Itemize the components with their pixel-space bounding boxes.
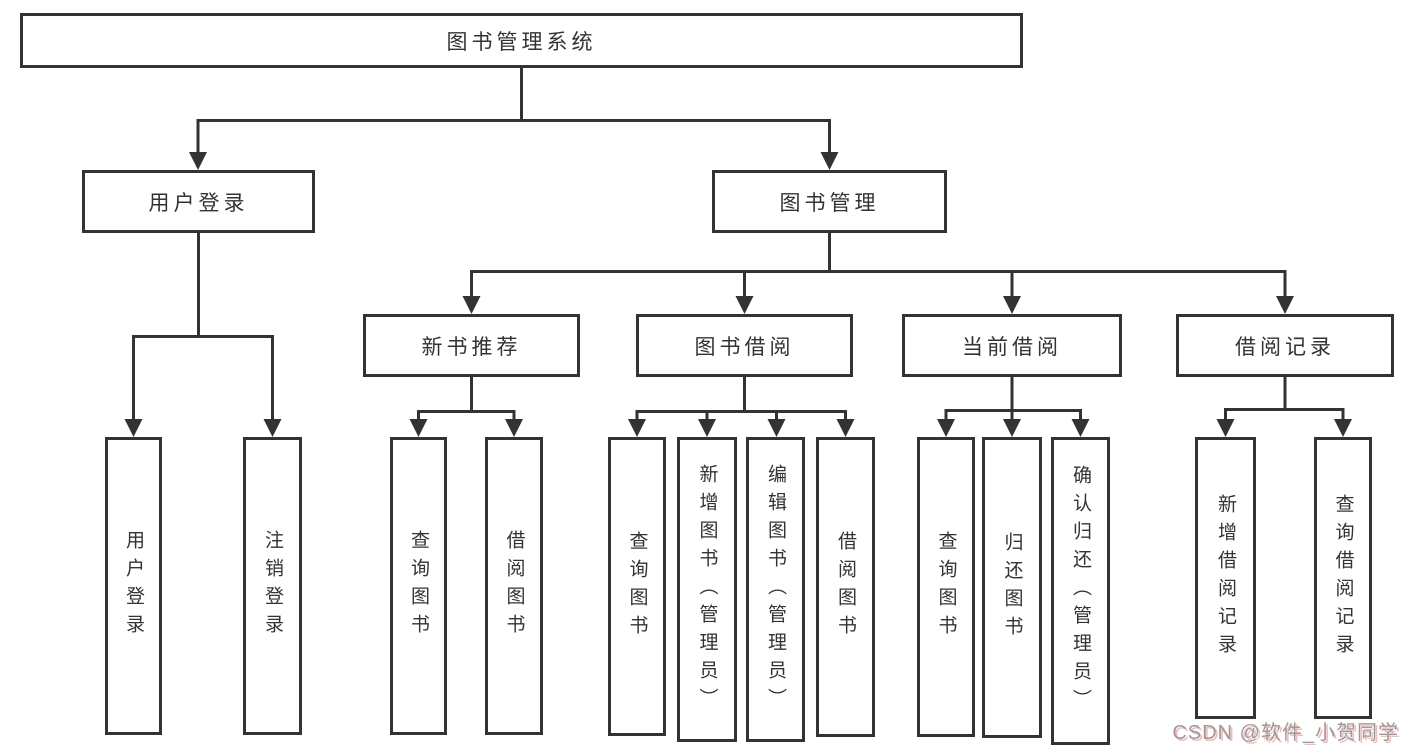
node-book-management-label: 图书管理 <box>779 191 880 215</box>
leaf-newbook-query-books: 查询图书 <box>390 437 447 735</box>
leaf-current-query-books: 查询图书 <box>917 437 975 737</box>
leaf-newbook-query-books-label: 查询图书 <box>408 530 429 642</box>
leaf-add-books-admin: 新增图书（管理员） <box>677 437 737 742</box>
leaf-logout-label: 注销登录 <box>262 530 283 642</box>
leaf-current-query-books-label: 查询图书 <box>935 531 957 643</box>
leaf-confirm-return-admin: 确认归还（管理员） <box>1051 437 1110 745</box>
leaf-confirm-return-admin-label: 确认归还（管理员） <box>1070 465 1091 717</box>
node-new-book-recommend: 新书推荐 <box>363 314 580 377</box>
node-book-borrow: 图书借阅 <box>636 314 853 377</box>
leaf-query-borrow-record-label: 查询借阅记录 <box>1332 494 1354 662</box>
node-user-login-label: 用户登录 <box>148 191 249 215</box>
node-borrow-records: 借阅记录 <box>1176 314 1394 377</box>
leaf-edit-books-admin-label: 编辑图书（管理员） <box>765 463 786 716</box>
leaf-add-borrow-record-label: 新增借阅记录 <box>1215 494 1236 662</box>
node-book-borrow-label: 图书借阅 <box>694 335 795 359</box>
leaf-return-books: 归还图书 <box>982 437 1042 738</box>
node-current-borrow-label: 当前借阅 <box>962 335 1062 359</box>
leaf-edit-books-admin: 编辑图书（管理员） <box>746 437 805 742</box>
leaf-return-books-label: 归还图书 <box>1001 531 1023 644</box>
csdn-watermark: CSDN @软件_小贺同学 <box>1172 722 1399 744</box>
leaf-newbook-borrow-books-label: 借阅图书 <box>503 530 525 642</box>
leaf-borrow-books-label: 借阅图书 <box>835 531 856 643</box>
node-borrow-records-label: 借阅记录 <box>1235 335 1335 359</box>
leaf-add-borrow-record: 新增借阅记录 <box>1195 437 1256 719</box>
node-current-borrow: 当前借阅 <box>902 314 1122 377</box>
node-book-management: 图书管理 <box>712 170 947 233</box>
leaf-borrow-books: 借阅图书 <box>816 437 875 737</box>
node-new-book-recommend-label: 新书推荐 <box>421 335 522 359</box>
leaf-user-login: 用户登录 <box>105 437 162 735</box>
leaf-query-borrow-record: 查询借阅记录 <box>1314 437 1372 719</box>
node-library-system: 图书管理系统 <box>20 13 1023 68</box>
leaf-logout: 注销登录 <box>243 437 302 735</box>
leaf-borrow-query-books: 查询图书 <box>608 437 666 736</box>
leaf-borrow-query-books-label: 查询图书 <box>626 530 648 643</box>
leaf-add-books-admin-label: 新增图书（管理员） <box>696 463 718 716</box>
leaf-newbook-borrow-books: 借阅图书 <box>485 437 543 735</box>
leaf-user-login-label: 用户登录 <box>123 530 144 642</box>
node-library-system-label: 图书管理系统 <box>446 30 597 54</box>
node-user-login: 用户登录 <box>82 170 315 233</box>
